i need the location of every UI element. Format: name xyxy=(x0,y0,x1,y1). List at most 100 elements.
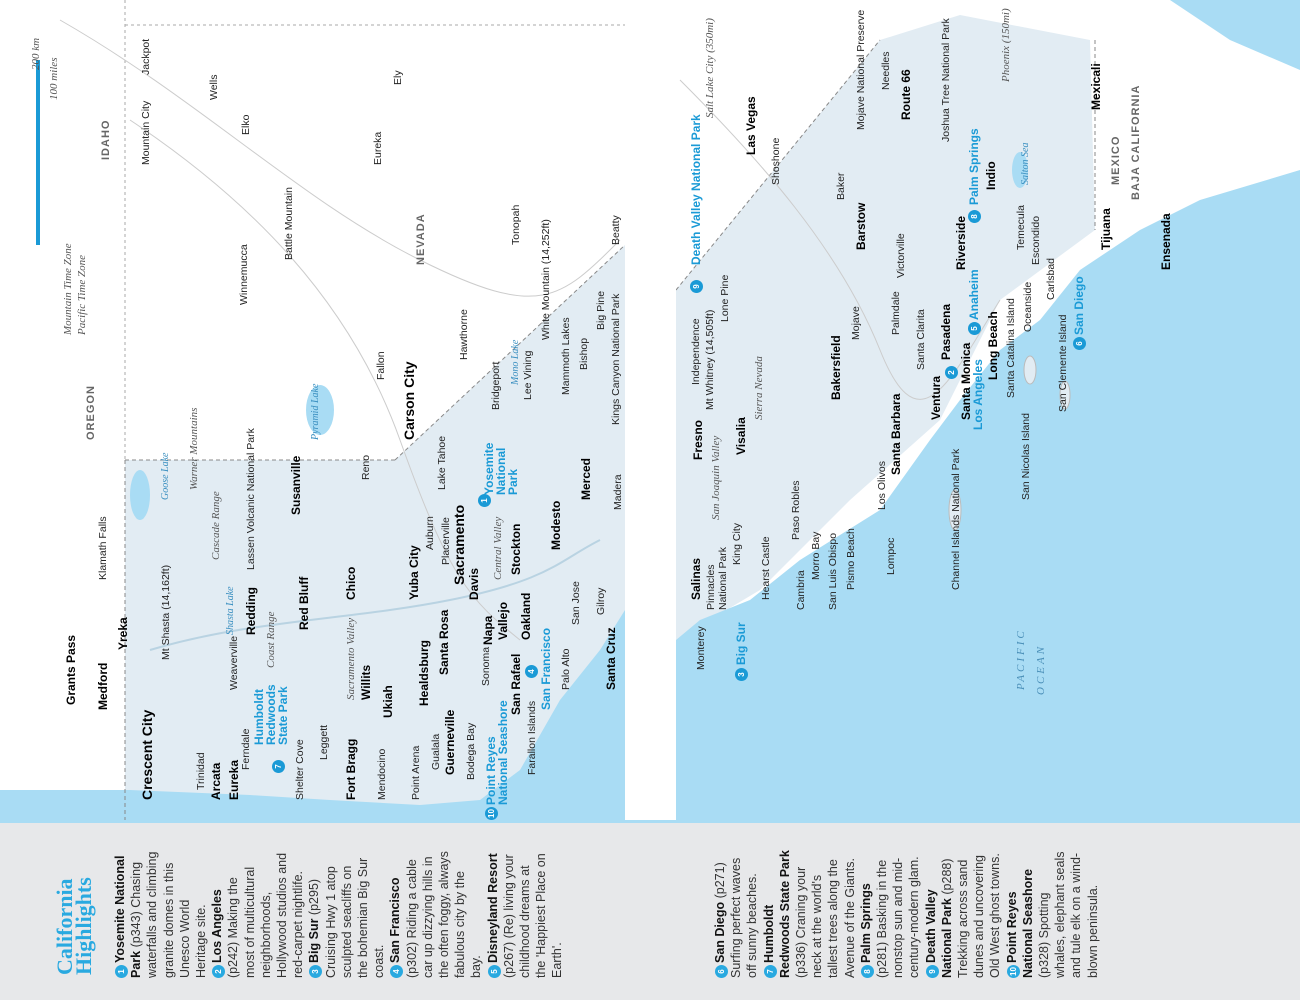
highlight-description: Surfing perfect waves off sunny beaches. xyxy=(729,857,760,978)
scale-bar xyxy=(36,60,40,245)
highlight-name[interactable]: Point Reyes National Seashore xyxy=(1004,868,1035,978)
map-label-stockton: Stockton xyxy=(509,523,523,575)
map-label-mojave-national-preserve: Mojave National Preserve xyxy=(855,9,867,130)
highlight-name[interactable]: Death Valley National Park xyxy=(923,889,954,978)
highlight-name[interactable]: Los Angeles xyxy=(210,889,225,963)
map-label-ensenada: Ensenada xyxy=(1159,213,1173,270)
highlights-group-6-10: 6San Diego (p271) Surfing perfect waves … xyxy=(712,850,1101,978)
highlight-name[interactable]: San Diego xyxy=(713,901,727,963)
ocean-south xyxy=(676,170,1300,820)
map-label-mountain-city: Mountain City xyxy=(140,100,152,165)
highlight-name[interactable]: Big Sur xyxy=(307,918,322,963)
map-label-ely: Ely xyxy=(392,70,404,85)
highlight-page: (p271) xyxy=(713,862,727,899)
map-label-lassen-volcanic-national-park: Lassen Volcanic National Park xyxy=(245,428,257,570)
map-label-mojave: Mojave xyxy=(850,306,862,340)
map-label-sonoma: Sonoma xyxy=(480,646,492,686)
highlight-marker-9: 9 xyxy=(690,280,703,293)
map-label-los-angeles: Los Angeles xyxy=(971,359,985,430)
map-label-san-rafael: San Rafael xyxy=(509,653,523,715)
map-label-king-city: King City xyxy=(731,522,743,565)
map-label-pacific-time-zone: Pacific Time Zone xyxy=(76,254,88,335)
map-label-nevada: NEVADA xyxy=(415,213,427,265)
map-label-san-jose: San Jose xyxy=(570,581,582,625)
highlight-item: 6San Diego (p271) Surfing perfect waves … xyxy=(712,850,761,978)
map-label-200-km: 200 km xyxy=(30,37,42,70)
page-gutter xyxy=(625,0,676,820)
map-label-point-arena: Point Arena xyxy=(410,745,422,800)
california-region-south xyxy=(676,15,1095,640)
san-clemente-island xyxy=(1059,380,1071,410)
map-label-pyramid-lake: Pyramid Lake xyxy=(310,383,321,440)
map-label-santa-catalina-island: Santa Catalina Island xyxy=(1005,298,1017,398)
map-label-arcata: Arcata xyxy=(209,762,223,800)
gulf-of-california xyxy=(1170,0,1300,70)
map-label-san-clemente-island: San Clemente Island xyxy=(1057,314,1069,412)
nevada-border xyxy=(394,244,626,461)
map-label-salinas: Salinas xyxy=(689,557,703,600)
highlight-page: (p242) xyxy=(226,941,241,978)
map-label-santa-rosa: Santa Rosa xyxy=(437,609,451,675)
map-label-lone-pine: Lone Pine xyxy=(719,274,731,322)
highlight-number-badge: 9 xyxy=(925,965,939,978)
map-label-battle-mountain: Battle Mountain xyxy=(283,187,295,260)
map-label-central-valley: Central Valley xyxy=(492,516,504,580)
map-label-beatty: Beatty xyxy=(610,215,622,245)
map-label-mexicali: Mexicali xyxy=(1089,63,1103,110)
map-label-ocean: OCEAN xyxy=(1035,643,1047,695)
map-label-fallon: Fallon xyxy=(375,351,387,380)
map-label-bridgeport: Bridgeport xyxy=(490,361,502,410)
map-label-cambria: Cambria xyxy=(795,570,807,610)
highlight-marker-5: 5 xyxy=(968,322,981,335)
map-label-sacramento: Sacramento xyxy=(451,504,467,585)
highlight-item: 3Big Sur (p295) Cruising Hwy 1 atop scul… xyxy=(306,850,387,978)
map-label-grants-pass: Grants Pass xyxy=(64,634,78,705)
map-label-fresno: Fresno xyxy=(691,419,705,460)
map-label-idaho: IDAHO xyxy=(100,119,112,160)
map-label-mt-shasta-14-162ft: Mt Shasta (14,162ft) xyxy=(160,564,172,660)
highlight-page: (p288) xyxy=(939,858,954,895)
map-label-tijuana: Tijuana xyxy=(1099,208,1113,250)
highlight-page: (p336) xyxy=(794,941,809,978)
map-label-mt-whitney-14-505ft: Mt Whitney (14,505ft) xyxy=(704,309,716,410)
map-label-escondido: Escondido xyxy=(1030,215,1042,265)
map-label-phoenix-150mi: Phoenix (150mi) xyxy=(1000,8,1012,82)
map-label-ukiah: Ukiah xyxy=(381,685,395,718)
map-label-redding: Redding xyxy=(244,587,258,635)
highlight-name[interactable]: Disneyland Resort xyxy=(485,853,500,963)
map-base xyxy=(0,0,1300,820)
map-label-long-beach: Long Beach xyxy=(986,311,1000,380)
goose-lake xyxy=(130,470,150,520)
highlight-marker-4: 4 xyxy=(525,665,538,678)
highlight-number-badge: 7 xyxy=(763,965,777,978)
map-label-hearst-castle: Hearst Castle xyxy=(760,536,772,600)
map-label-oregon: OREGON xyxy=(85,385,97,440)
map-label-anaheim: Anaheim xyxy=(967,269,981,320)
map-label-baja-california: BAJA CALIFORNIA xyxy=(1130,84,1142,200)
highlight-name[interactable]: San Francisco xyxy=(388,877,403,963)
map-label-palmdale: Palmdale xyxy=(890,291,902,335)
highlight-marker-3: 3 xyxy=(735,668,748,681)
map-label-100-miles: 100 miles xyxy=(48,57,60,100)
highlight-name[interactable]: Palm Springs xyxy=(858,883,873,963)
highlight-item: 4San Francisco (p302) Riding a cable car… xyxy=(387,850,484,978)
map-label-pismo-beach: Pismo Beach xyxy=(845,528,857,590)
highlight-name[interactable]: Humboldt Redwoods State Park xyxy=(761,850,792,978)
highlight-page: (p343) xyxy=(129,911,144,948)
map-label-mono-lake: Mono Lake xyxy=(510,339,521,385)
map-label-jackpot: Jackpot xyxy=(140,38,152,75)
highlight-number-badge: 2 xyxy=(212,965,226,978)
highlight-marker-7: 7 xyxy=(272,760,285,773)
highlight-page: (p295) xyxy=(307,878,322,916)
pyramid-lake xyxy=(306,385,334,435)
map-label-white-mountain-14-252ft: White Mountain (14,252ft) xyxy=(540,219,552,340)
map-label-victorville: Victorville xyxy=(895,233,907,278)
highlight-marker-1: 1 xyxy=(478,494,491,507)
highlight-number-badge: 4 xyxy=(390,965,404,978)
map-label-temecula: Temecula xyxy=(1015,205,1027,250)
map-label-sacramento-valley: Sacramento Valley xyxy=(345,617,357,700)
map-label-oceanside: Oceanside xyxy=(1022,281,1034,332)
salton-sea xyxy=(1012,152,1028,188)
map-label-cascade-range: Cascade Range xyxy=(210,491,222,560)
map-label-sierra-nevada: Sierra Nevada xyxy=(753,356,765,420)
